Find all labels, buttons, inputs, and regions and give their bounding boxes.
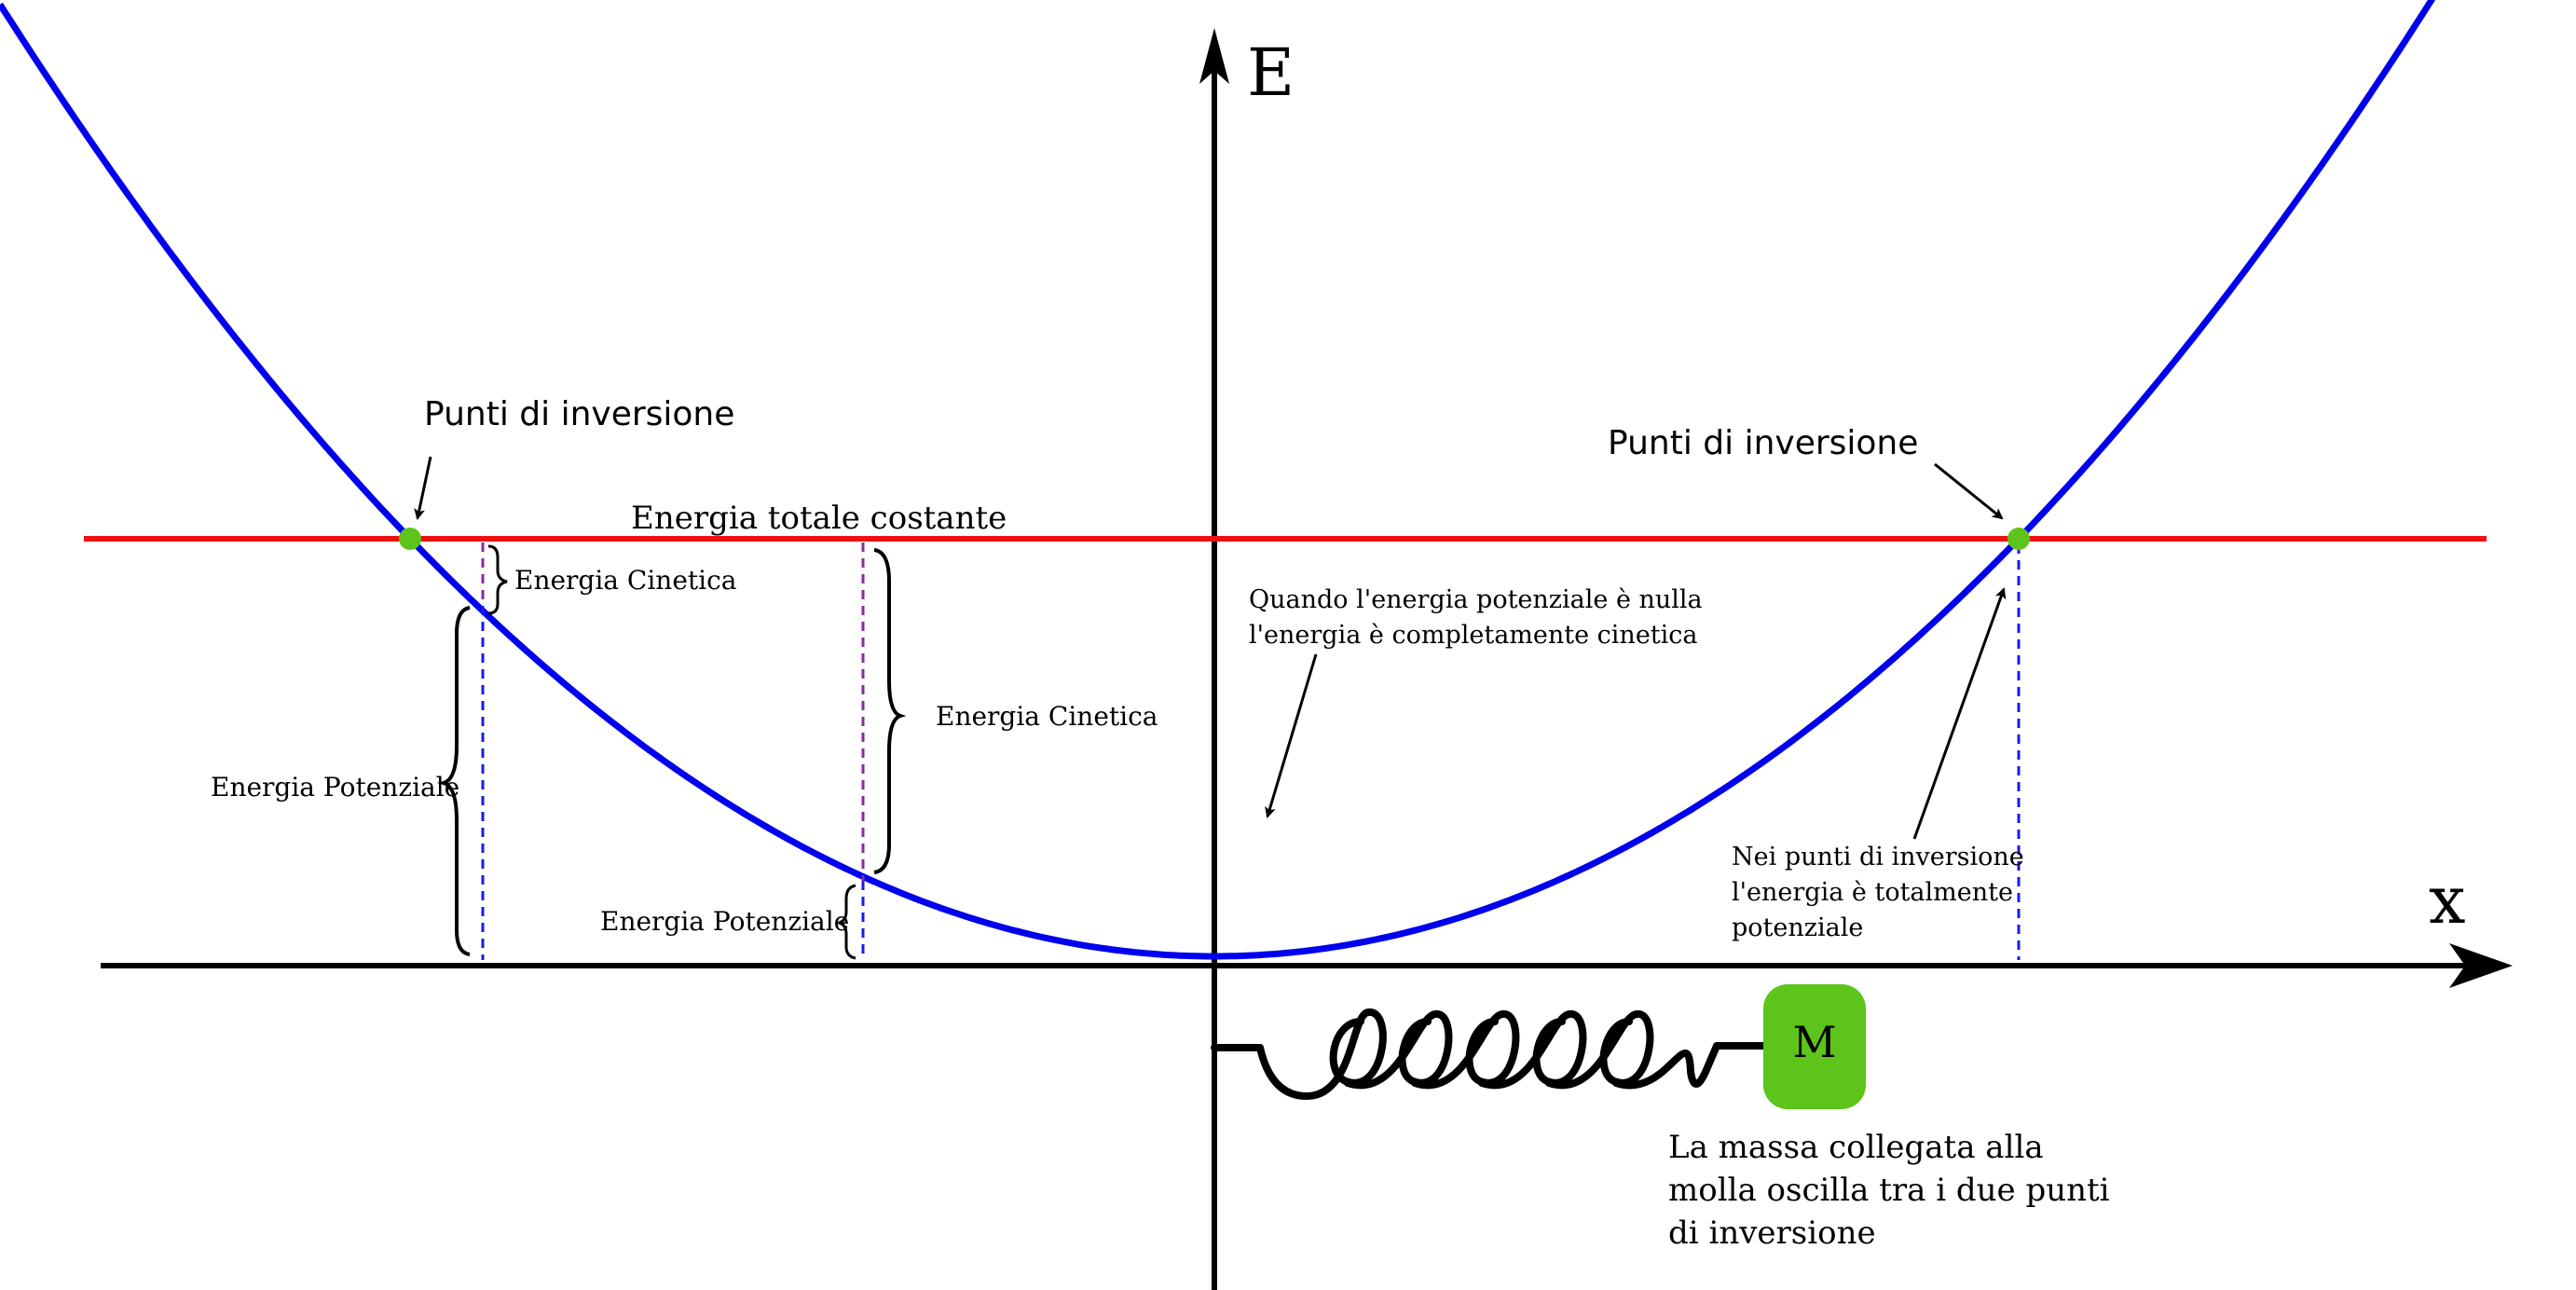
caption-line2: molla oscilla tra i due punti bbox=[1668, 1172, 2110, 1209]
label-total-energy: Energia totale costante bbox=[631, 500, 1007, 537]
label-turning-points-left: Punti di inversione bbox=[424, 395, 734, 433]
brace-kinetic-middle bbox=[873, 548, 907, 874]
y-axis-arrow-icon bbox=[1199, 28, 1229, 84]
label-potential-middle: Energia Potenziale bbox=[600, 906, 849, 937]
x-axis-label: x bbox=[2429, 862, 2465, 939]
arrow-turning-note bbox=[1912, 587, 2007, 840]
note-turning-line1: Nei punti di inversione bbox=[1732, 843, 2024, 871]
note-zero-potential-line2: l'energia è completamente cinetica bbox=[1249, 621, 1698, 650]
x-axis-arrow-icon bbox=[2449, 943, 2513, 988]
arrow-zero-potential bbox=[1265, 653, 1318, 818]
mass-label: M bbox=[1792, 1017, 1836, 1067]
brace-potential-middle bbox=[838, 884, 856, 960]
caption-line1: La massa collegata alla bbox=[1668, 1129, 2044, 1166]
label-kinetic-middle: Energia Cinetica bbox=[936, 701, 1158, 732]
note-zero-potential-line1: Quando l'energia potenziale è nulla bbox=[1249, 585, 1703, 614]
caption-line3: di inversione bbox=[1668, 1215, 1876, 1252]
turning-point-left bbox=[399, 528, 421, 550]
brace-kinetic-left bbox=[487, 544, 508, 615]
arrow-turning-right bbox=[1934, 462, 2004, 520]
spring bbox=[1211, 1009, 1773, 1100]
y-axis-label: E bbox=[1247, 34, 1295, 111]
brace-potential-left bbox=[436, 606, 471, 956]
turning-point-right bbox=[2007, 528, 2030, 550]
note-turning-line2: l'energia è totalmente bbox=[1732, 878, 2013, 907]
label-potential-left: Energia Potenziale bbox=[211, 772, 459, 803]
arrow-turning-left bbox=[414, 456, 432, 520]
label-kinetic-left: Energia Cinetica bbox=[514, 565, 736, 596]
mass-block bbox=[1763, 984, 1866, 1109]
label-turning-points-right: Punti di inversione bbox=[1608, 424, 1918, 462]
note-turning-line3: potenziale bbox=[1732, 913, 1863, 942]
